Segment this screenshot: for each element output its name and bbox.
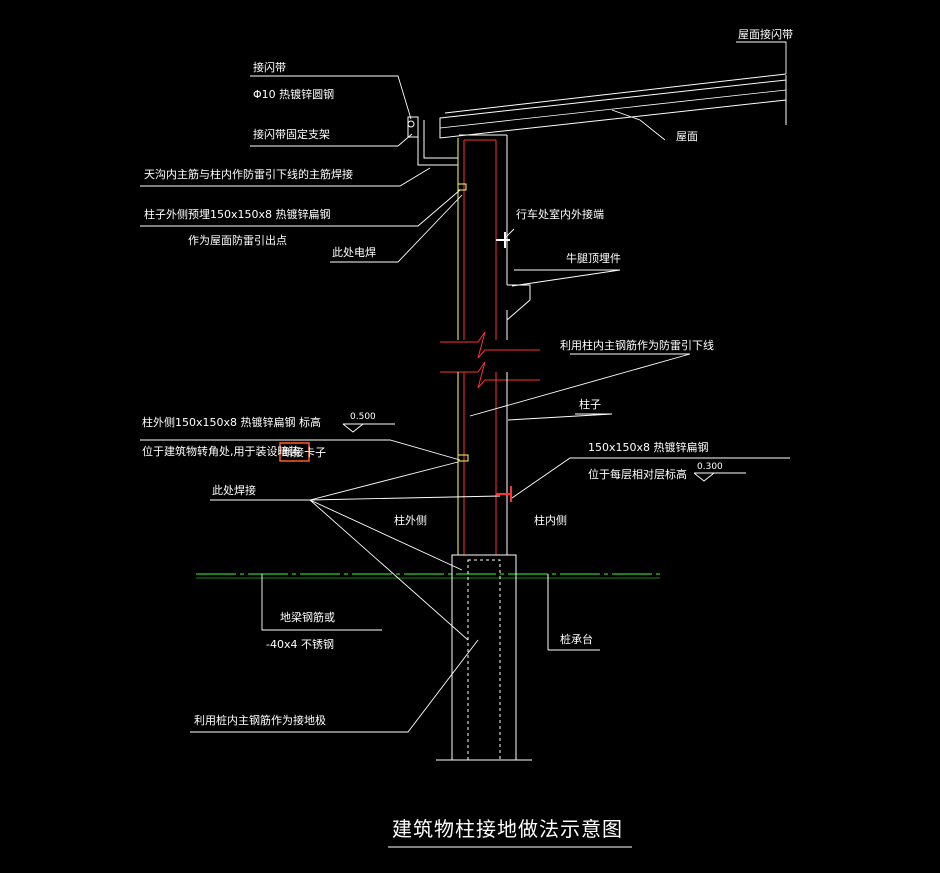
label-flash-rod-spec: Φ10 热镀锌圆钢 xyxy=(253,87,334,101)
label-flash-support: 接闪带固定支架 xyxy=(253,127,330,141)
flash-support-icon xyxy=(407,116,419,138)
flash-strip-rod-icon xyxy=(407,120,415,128)
label-side-plate-2a: 位于建筑物转角处,用于装设暗装 xyxy=(142,444,300,458)
pile xyxy=(467,559,501,761)
label-pile-cap: 桩承台 xyxy=(560,632,593,646)
leader-lines xyxy=(140,41,790,733)
label-inner-side: 柱内侧 xyxy=(534,513,567,527)
label-flat-steel-pos: 位于每层相对层标高 xyxy=(588,467,687,481)
label-flat-steel: 150x150x8 热镀锌扁钢 xyxy=(588,440,709,454)
plate-top-mark xyxy=(457,183,467,191)
drawing-title: 建筑物柱接地做法示意图 xyxy=(392,817,623,841)
highlight-box xyxy=(279,442,310,462)
level-0500-text: 0.500 xyxy=(350,412,376,422)
column xyxy=(440,134,540,555)
label-plate-outer-2: 作为屋面防雷引出点 xyxy=(188,233,287,247)
label-crane-inner: 行车处室内外接端 xyxy=(516,207,604,221)
label-roof: 屋面 xyxy=(676,130,698,143)
corbel xyxy=(506,284,531,321)
label-main-bar-down: 利用柱内主钢筋作为防雷引下线 xyxy=(560,338,714,352)
pile-cap xyxy=(451,554,517,761)
label-plate-outer-1: 柱子外侧预埋150x150x8 热镀锌扁钢 xyxy=(144,207,331,221)
label-pile-bar: 利用桩内主钢筋作为接地极 xyxy=(194,713,326,727)
label-flash-strip: 接闪带 xyxy=(253,60,286,74)
level-marks xyxy=(342,423,746,482)
label-roof-flash-strip: 屋面接闪带 xyxy=(738,27,793,41)
label-corbel: 牛腿顶埋件 xyxy=(566,251,621,265)
label-weld-here-bottom: 此处焊接 xyxy=(212,483,256,497)
level-0300-text: 0.300 xyxy=(697,462,723,472)
label-weld-here-top: 此处电焊 xyxy=(332,245,376,259)
label-outer-side: 柱外侧 xyxy=(394,513,427,527)
roof-structure xyxy=(407,73,787,166)
label-gutter-weld: 天沟内主筋与柱内作防雷引下线的主筋焊接 xyxy=(144,167,353,181)
label-side-plate-1: 柱外侧150x150x8 热镀锌扁钢 标高 xyxy=(142,415,321,429)
label-ground-beam-2: -40x4 不锈钢 xyxy=(266,638,334,651)
roof-flash-strip-line xyxy=(444,73,787,114)
label-ground-beam-1: 地梁钢筋或 xyxy=(280,610,335,624)
foundation xyxy=(196,554,660,761)
label-side-plate-2b: 断接卡子 xyxy=(282,445,326,459)
label-column: 柱子 xyxy=(579,397,601,411)
plate-corner-mark xyxy=(457,454,469,462)
column-break-symbol xyxy=(440,331,540,359)
